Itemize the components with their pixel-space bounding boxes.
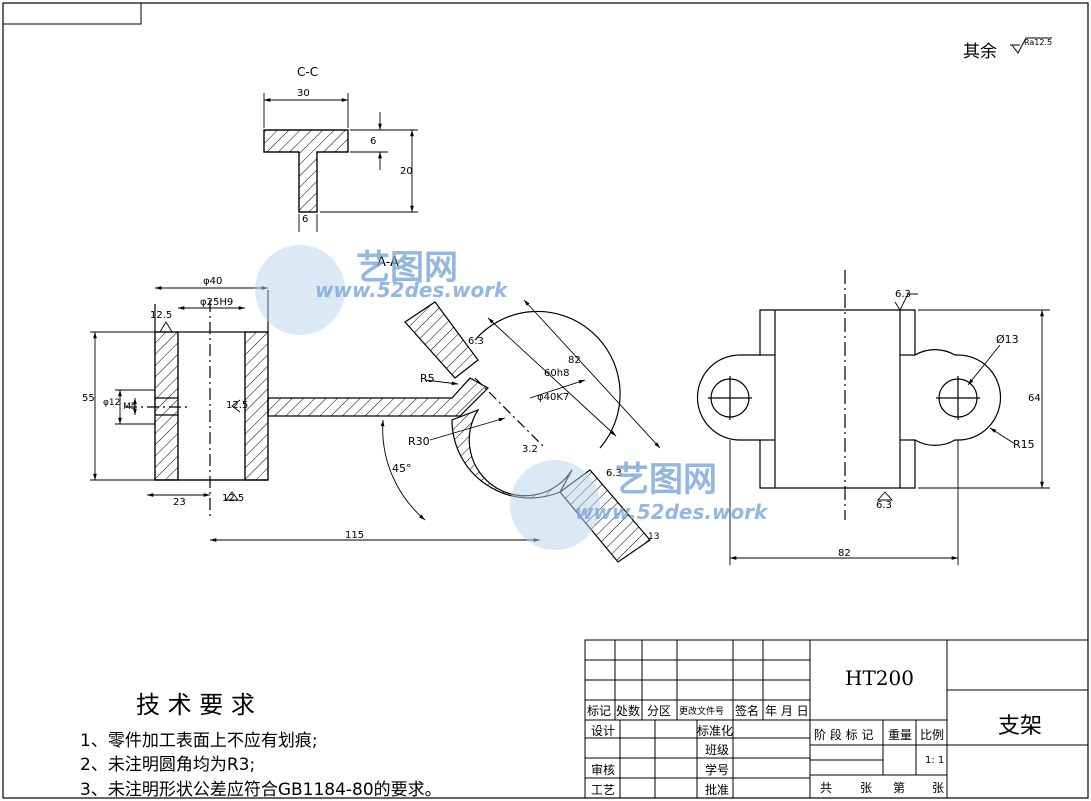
dim-60h8: 60h8 [544,368,570,379]
stage-label: 阶 段 标 记 [814,728,874,742]
row-approve: 批准 [705,783,730,797]
scale-value: 1: 1 [925,755,945,766]
row-design: 设计 [591,724,616,738]
dim-m5: M5 [123,402,137,412]
watermark-url: www.52des.work [315,278,508,302]
roughness-symbol [1010,37,1052,54]
sheets-zhang-1: 张 [860,781,873,795]
side-dimensions [729,293,1050,565]
dim-phi25: φ25H9 [200,297,234,308]
hdr-zone: 分区 [647,704,672,718]
hdr-count: 处数 [616,704,641,718]
watermark-brand: 艺图网 [356,248,458,288]
tech-req-item-1: 1、零件加工表面上不应有划痕; [80,731,318,751]
dim-phi13: Ø13 [996,333,1019,346]
dim-13b: 13 [648,532,660,542]
dim-r30: R30 [408,435,430,448]
side-view [696,270,1002,520]
dim-roughness-6-3a: 6.3 [468,336,484,347]
row-standardize: 标准化 [697,724,734,738]
dim-roughness-bot: 12.5 [222,493,245,504]
tech-req-item-3: 3、未注明形状公差应符合GB1184-80的要求。 [80,780,442,800]
material-label: HT200 [845,666,914,690]
dim-side-roughness-top: 6.3 [895,289,911,300]
surface-note-label: 其余 [963,42,997,62]
code-box [2,2,142,25]
dim-115: 115 [345,530,365,541]
dim-r15: R15 [1013,438,1035,451]
dim-phi40k7: φ40K7 [537,392,570,403]
hdr-change-doc: 更改文件号 [679,707,725,717]
dim-82: 82 [568,355,581,366]
dim-64: 64 [1028,393,1041,404]
main-dimensions [90,286,661,542]
dim-cc-width: 30 [297,88,310,99]
dim-phi40: φ40 [203,276,223,287]
sheets-total: 共 [820,781,833,795]
row-team: 班级 [705,743,730,757]
part-name: 支架 [998,714,1043,739]
scale-label: 比例 [920,728,945,742]
dim-55: 55 [82,393,95,404]
sheets-zhang-2: 张 [932,781,945,795]
dim-roughness-top: 12.5 [150,310,173,321]
watermark-globe [255,245,600,550]
watermark-url-2: www.52des.work [575,500,768,524]
cc-section [263,129,349,213]
cc-dimensions [263,93,418,232]
row-process: 工艺 [591,783,616,797]
weight-label: 重量 [888,728,913,742]
section-aa-label: A-A [377,255,399,270]
tech-req-title: 技 术 要 求 [136,691,255,719]
hdr-mark: 标记 [587,704,612,718]
sheets-di: 第 [893,781,906,795]
dim-cc-height: 20 [400,166,413,177]
roughness-marks [159,321,241,501]
title-block-grid [584,639,1089,799]
row-student-no: 学号 [705,763,730,777]
dim-roughness-mid: 12.5 [226,400,249,411]
dim-cc-flange: 6 [370,136,377,147]
dim-82-side: 82 [838,548,851,559]
dim-side-roughness-bot: 6.3 [876,500,892,511]
dim-23: 23 [173,497,186,508]
tech-req-item-2: 2、未注明圆角均为R3; [80,755,256,775]
hdr-sign: 签名 [735,704,760,718]
dim-angle45: 45° [392,462,412,475]
dim-roughness-3-2: 3.2 [522,444,538,455]
dim-roughness-6-3b: 6.3 [606,468,622,479]
watermark-brand-2: 艺图网 [615,460,717,500]
dim-phi12: φ12 [103,398,121,408]
hdr-date: 年 月 日 [765,704,809,718]
section-cc-label: C-C [297,65,319,79]
row-review: 审核 [591,763,616,777]
dim-cc-web: 6 [302,214,309,225]
dim-r5: R5 [420,372,435,385]
surface-note-roughness: Ra12.5 [1024,38,1053,47]
